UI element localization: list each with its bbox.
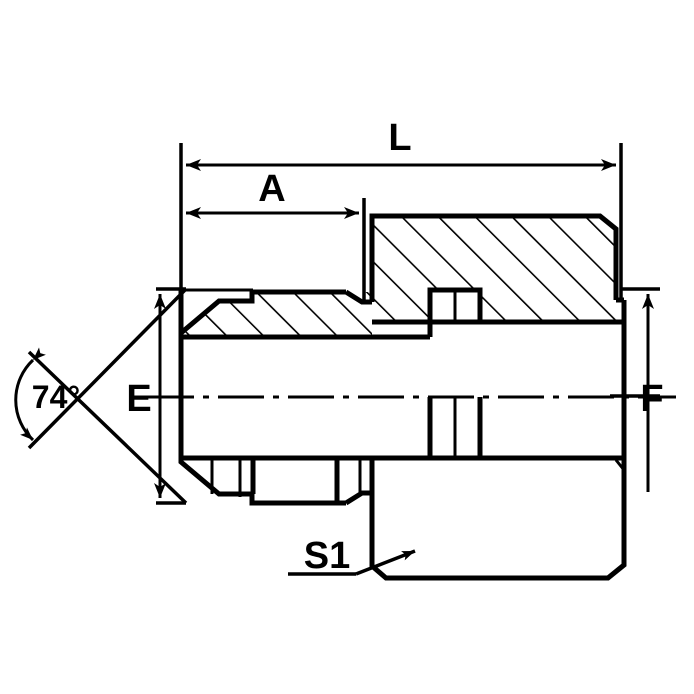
dim-label-A: A — [258, 168, 285, 210]
dim-label-S1: S1 — [304, 535, 350, 577]
dim-label-F: F — [640, 378, 663, 420]
s1-leader-arrow — [355, 549, 416, 576]
angle-ray-upper — [27, 350, 188, 505]
angle-arc — [14, 347, 46, 442]
nose-step-lower — [344, 490, 372, 506]
hex-nut-outline — [369, 460, 627, 581]
body-profile-upper — [369, 213, 619, 302]
nose-step-upper — [344, 289, 372, 305]
nose-profile-lower — [178, 290, 346, 506]
hatch-body-upper — [364, 216, 624, 322]
nose-cone-upper-edge — [179, 289, 346, 335]
dim-label-angle: 74° — [32, 379, 80, 415]
dim-label-E: E — [126, 378, 151, 420]
angle-ray-lower — [27, 287, 188, 450]
bore-step-upper — [427, 287, 624, 337]
hex-chamfer-right — [614, 459, 626, 471]
dim-label-L: L — [388, 117, 411, 159]
